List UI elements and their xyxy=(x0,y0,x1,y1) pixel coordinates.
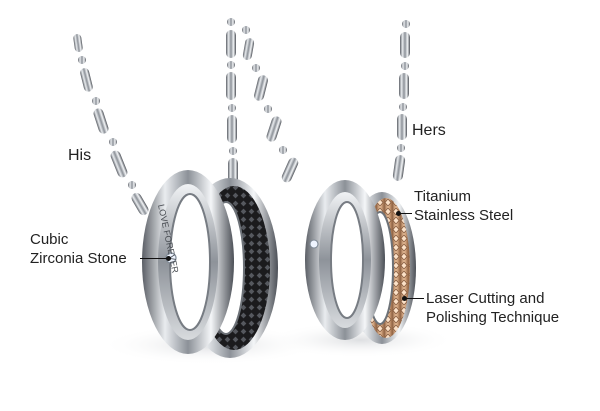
laser-line-2: Polishing Technique xyxy=(426,309,560,326)
hers-necklace xyxy=(242,20,455,358)
hers-label: Hers xyxy=(412,122,446,139)
his-necklace: LOVE FOREVER xyxy=(73,18,320,365)
titanium-line-2: Stainless Steel xyxy=(414,207,514,224)
his-chain-left xyxy=(73,34,149,216)
laser-leader-line xyxy=(404,298,424,299)
cubic-line-1: Cubic xyxy=(30,231,69,248)
titanium-leader-line xyxy=(398,213,412,214)
laser-leader-dot xyxy=(402,296,407,301)
laser-line-1: Laser Cutting and xyxy=(426,290,545,307)
titanium-line-1: Titanium xyxy=(414,188,471,205)
titanium-steel-callout: Titanium Stainless Steel xyxy=(414,187,513,225)
titanium-leader-dot xyxy=(396,211,401,216)
his-steel-ring: LOVE FOREVER xyxy=(142,170,234,354)
his-label: His xyxy=(68,147,92,164)
zirconia-leader-dot xyxy=(166,256,171,261)
laser-cutting-callout: Laser Cutting and Polishing Technique xyxy=(426,289,559,327)
zirconia-stone-callout: Cubic Zirconia Stone xyxy=(30,230,127,268)
hers-chain-right xyxy=(392,20,410,181)
hers-chain-left xyxy=(242,26,299,183)
his-chain-right xyxy=(226,18,238,184)
cubic-line-2: Zirconia Stone xyxy=(30,250,127,267)
zirconia-leader-line xyxy=(140,258,168,259)
hers-zirconia-stone xyxy=(309,239,319,249)
hers-steel-ring xyxy=(305,180,385,340)
